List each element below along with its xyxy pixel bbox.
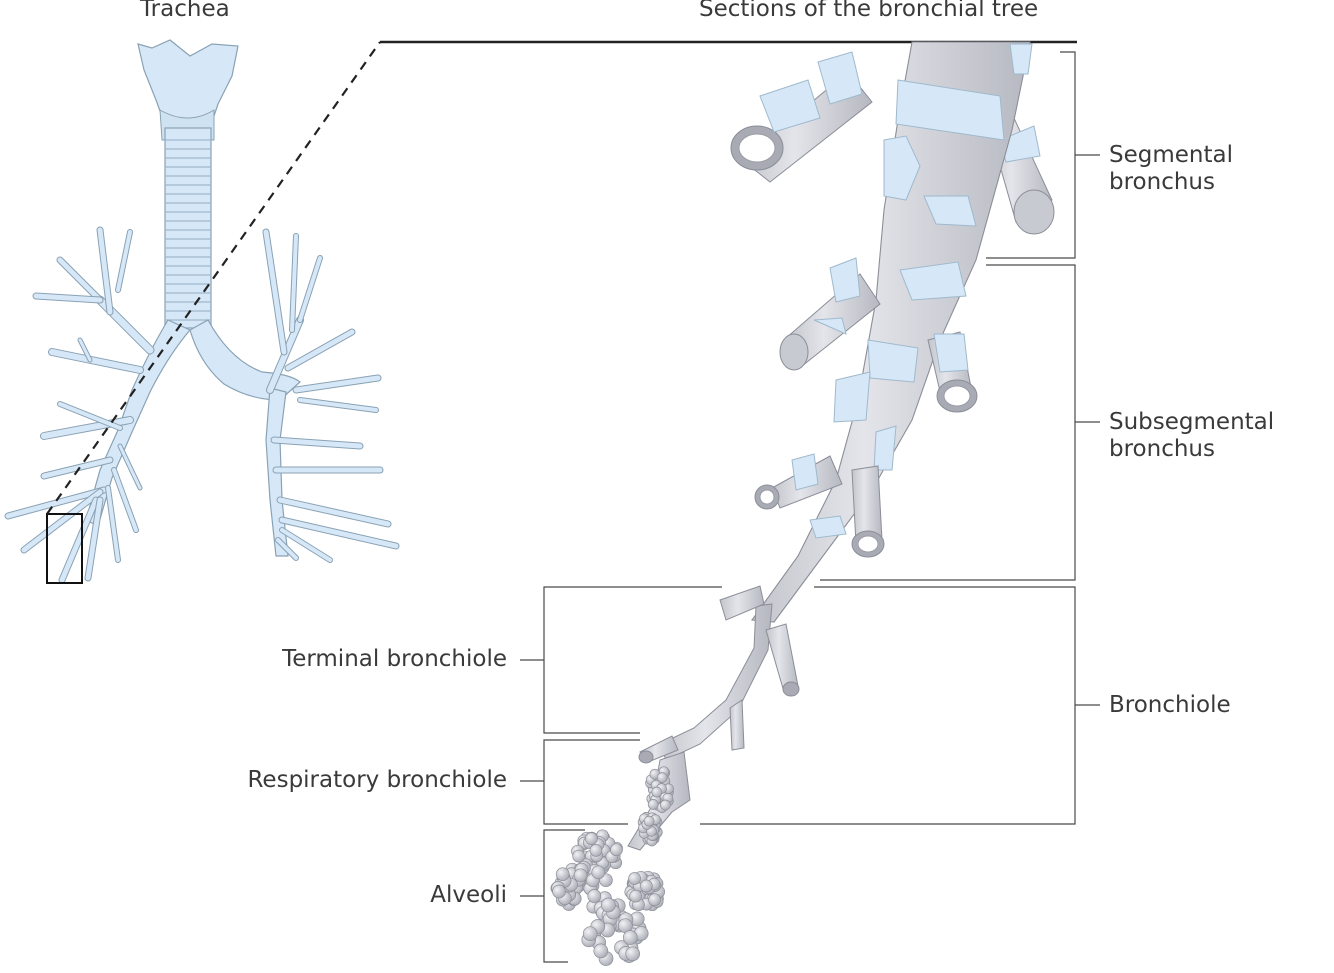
bronchus-branch [300,258,320,320]
bronchus-branch [296,378,378,390]
alveolus [601,898,615,912]
label-respiratory-bronchiole: Respiratory bronchiole [247,767,507,794]
bronchus-branch [274,440,360,446]
bronchus-branch [118,232,130,290]
alveolus [585,833,597,845]
alveolus [649,894,661,906]
larynx [138,40,238,122]
bracket-respiratory [544,740,640,824]
bronchus-branch [282,530,330,560]
label-bronchiole: Bronchiole [1109,692,1231,719]
bronchus-branch [288,332,352,368]
alveolus [573,850,585,862]
alveolus [610,844,622,856]
label-segmental-line1: Segmental [1109,142,1233,169]
alveolus [594,944,608,958]
bronchus-branch [114,470,136,530]
alveolus [648,799,658,809]
alveolus [657,773,667,783]
bronchiole-tube [660,604,772,760]
bronchus-branch [60,260,100,300]
label-subsegmental-line1: Subsegmental [1109,409,1274,436]
label-subsegmental-bronchus: Subsegmental bronchus [1109,409,1274,463]
label-segmental-line2: bronchus [1109,169,1233,196]
label-alveoli: Alveoli [430,882,507,909]
bronchus-branch [120,446,140,488]
alveolus [629,873,641,885]
alveolus [630,890,642,902]
alveolus [592,866,605,879]
trachea-illustration [8,40,396,583]
alveolus [652,787,662,797]
bronchus-branch [300,400,376,410]
heading-sections: Sections of the bronchial tree [699,0,1038,23]
bracket-terminal [544,587,722,733]
alveolus [640,880,652,892]
alveolus [660,800,670,810]
magnified-bronchial-tree [551,42,1054,966]
alveolus [588,890,601,903]
alveolus [626,947,640,961]
alveolus [574,869,587,882]
alveolus [590,844,602,856]
label-terminal-bronchiole: Terminal bronchiole [282,646,507,673]
bronchus-branch [52,352,140,370]
alveolus [623,931,637,945]
alveoli-clusters [551,767,674,966]
label-subsegmental-line2: bronchus [1109,436,1274,463]
label-segmental-bronchus: Segmental bronchus [1109,142,1233,196]
bronchus-branch [108,488,118,560]
alveolus [583,927,597,941]
alveolus [644,816,654,826]
alveolus [553,885,566,898]
alveolus [556,868,569,881]
bronchus-branch [266,232,284,352]
heading-trachea: Trachea [140,0,230,23]
